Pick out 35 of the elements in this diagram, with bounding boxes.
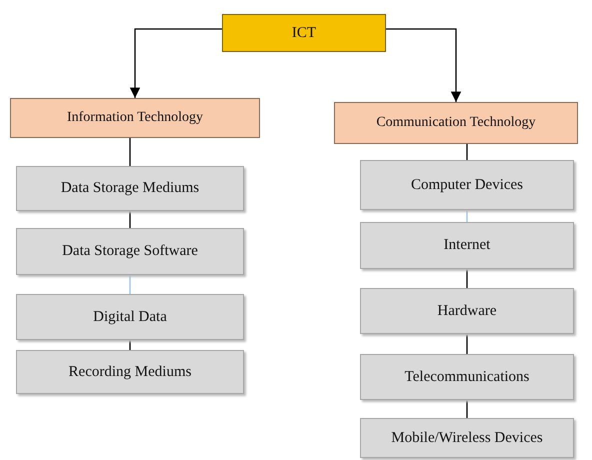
connector-line (129, 275, 131, 294)
item-box (360, 222, 574, 269)
item-box (360, 418, 574, 458)
category-box (10, 98, 260, 138)
node-label: Internet (444, 237, 490, 254)
node-label: Communication Technology (376, 115, 536, 131)
item-box (360, 288, 574, 334)
connector-line (129, 340, 131, 350)
title-box (222, 14, 386, 52)
item-box (16, 294, 244, 340)
connector-line (129, 138, 131, 166)
connector-line (129, 211, 131, 228)
node-label: ICT (292, 24, 316, 42)
node-label: Hardware (437, 302, 497, 320)
node-label: Computer Devices (410, 176, 524, 194)
connector-line (466, 334, 468, 354)
node-label: Telecommunications (404, 368, 530, 386)
item-box (16, 350, 244, 394)
node-label: Mobile/Wireless Devices (391, 430, 543, 446)
item-box (16, 166, 244, 211)
node-label: Data Storage Mediums (60, 180, 200, 197)
category-box (334, 102, 578, 144)
connector-line (466, 210, 468, 222)
node-label: Digital Data (93, 308, 167, 326)
node-label: Recording Mediums (68, 364, 192, 380)
arrow (130, 28, 222, 98)
connector-line (466, 269, 468, 288)
item-box (360, 160, 574, 210)
node-label: Data Storage Software (62, 243, 198, 260)
arrow (386, 28, 462, 102)
connector-line (466, 144, 468, 160)
item-box (360, 354, 574, 400)
item-box (16, 228, 244, 275)
node-label: Information Technology (66, 110, 203, 126)
connector-line (466, 400, 468, 418)
